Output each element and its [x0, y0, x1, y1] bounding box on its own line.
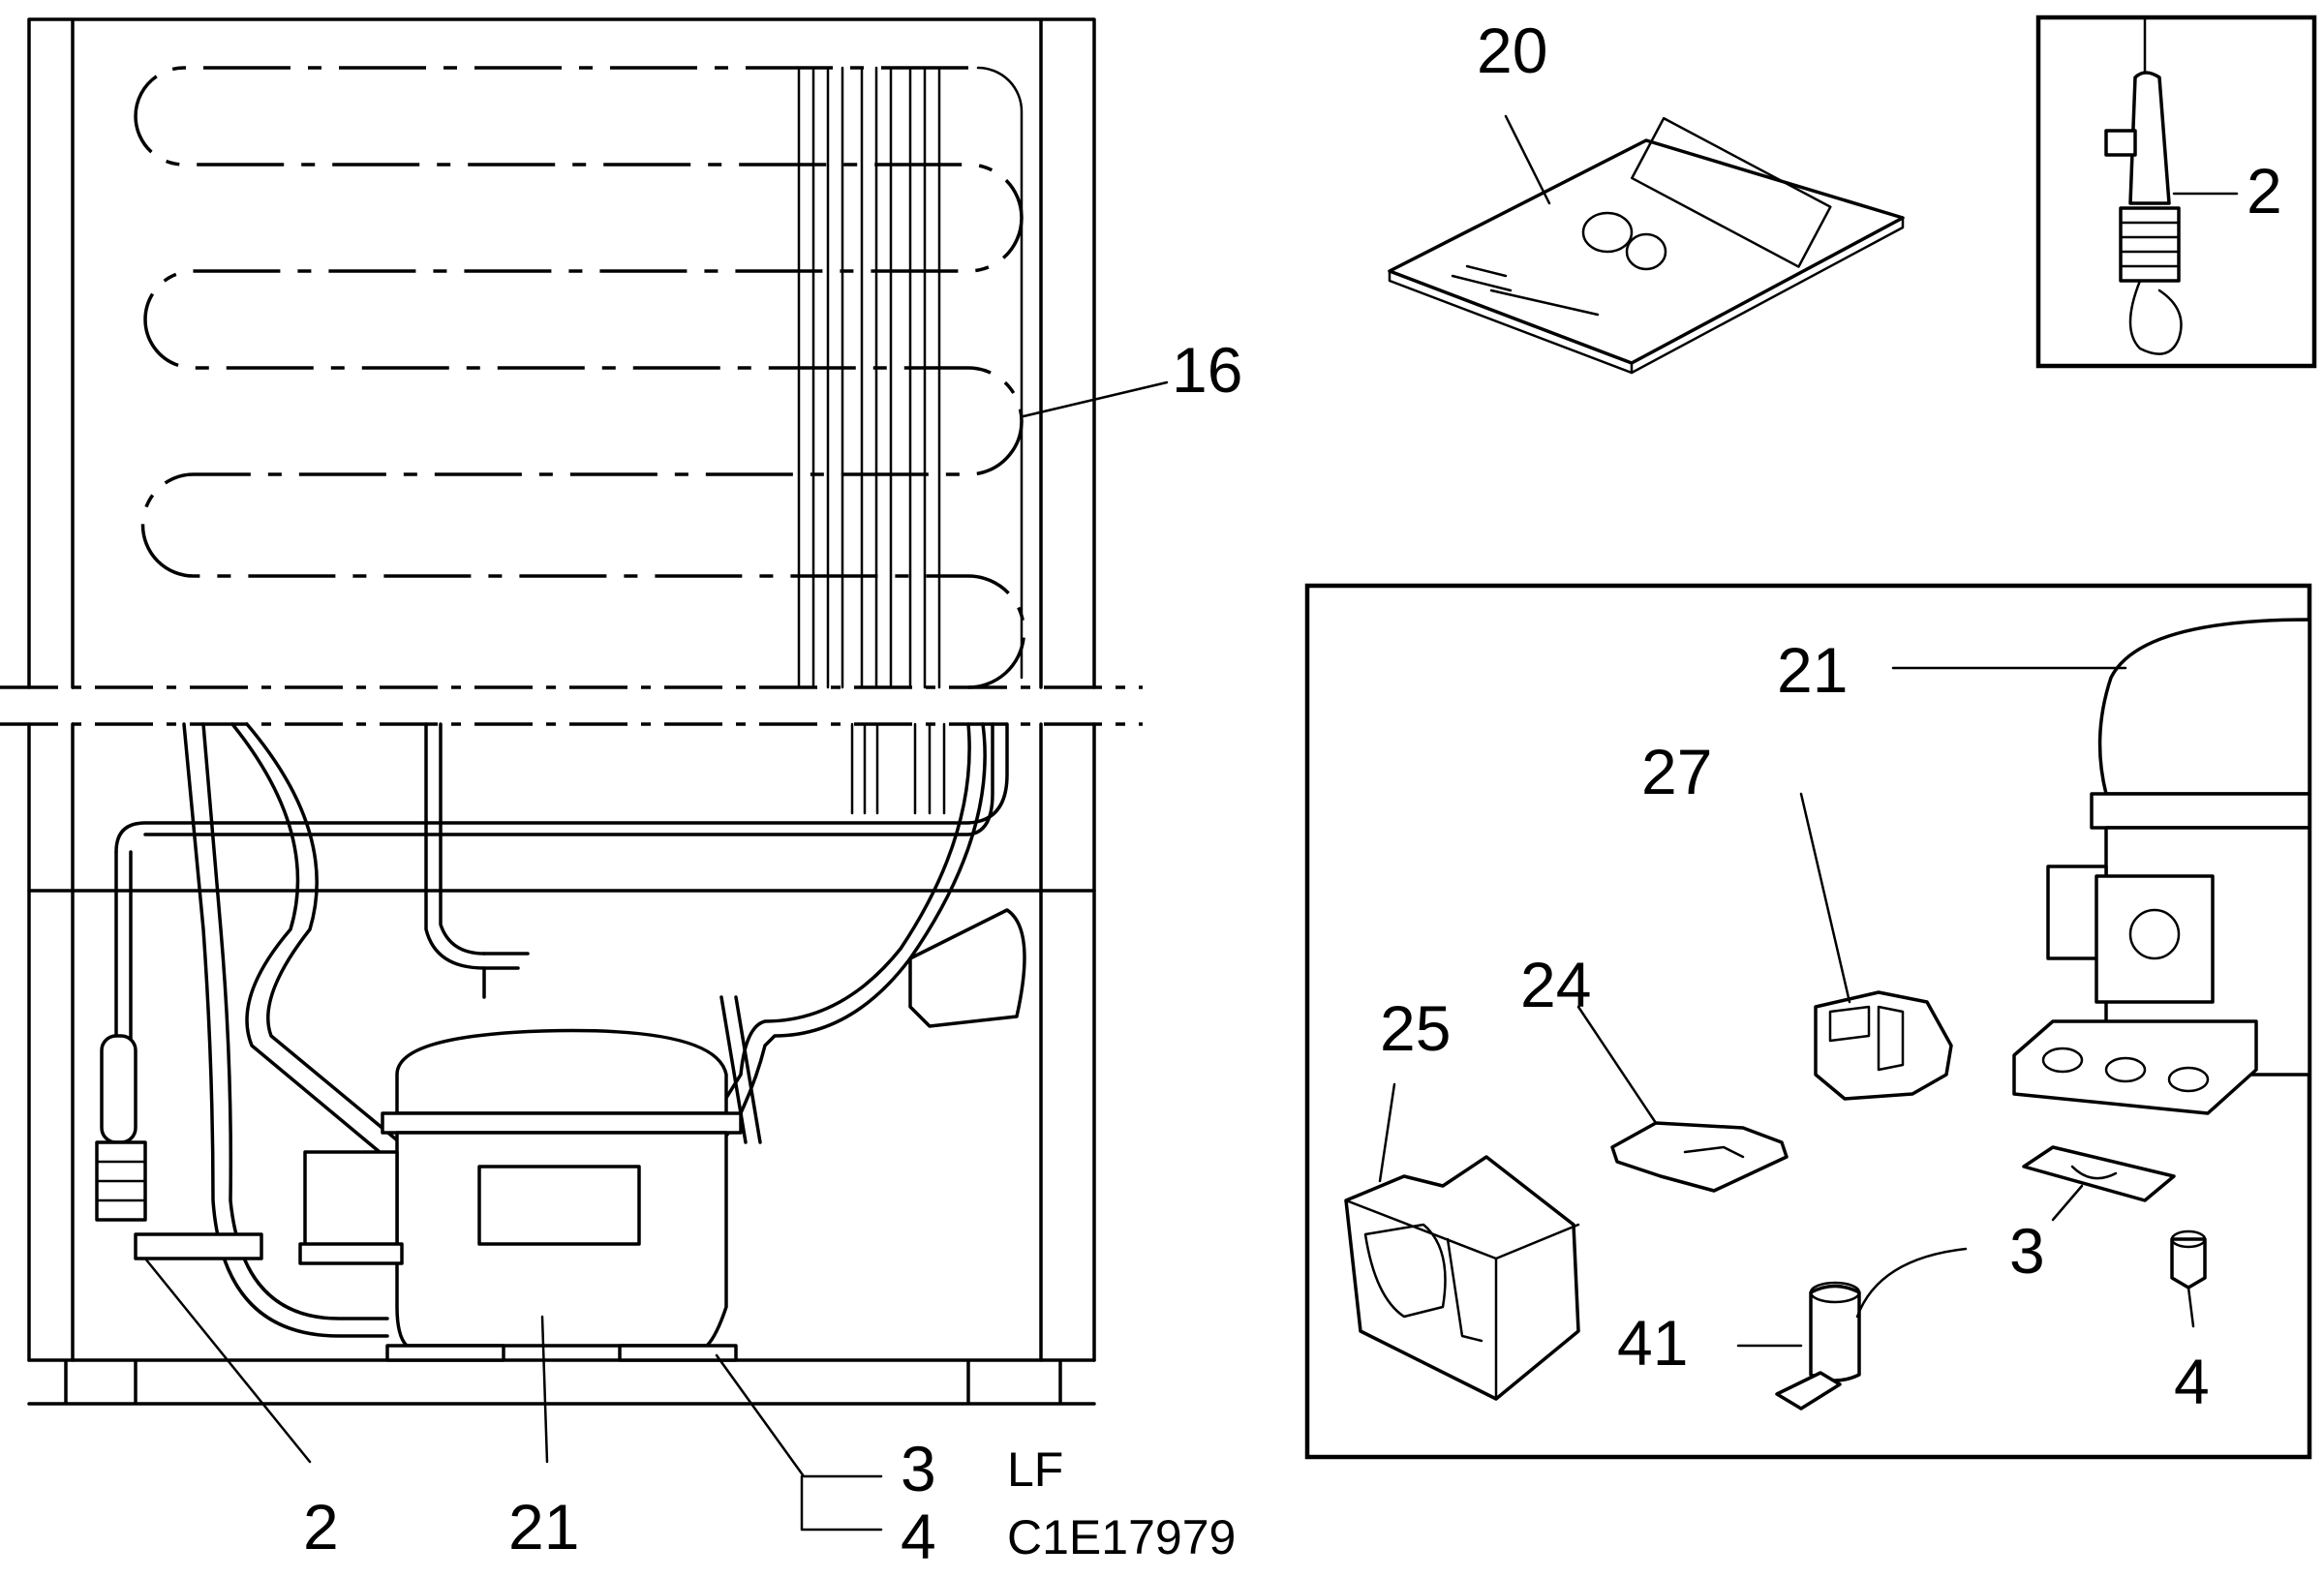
callout-clip: 24 [1520, 949, 1591, 1020]
thermostat-bulb [95, 1034, 263, 1260]
thermostat-detail-box [2035, 15, 2317, 369]
variant-code: LF [1007, 1442, 1063, 1497]
compressor-main [298, 1028, 743, 1362]
callout-compressor: 21 [508, 1491, 579, 1563]
callout-cover: 25 [1380, 992, 1451, 1064]
callout-kit-grommet: 4 [2174, 1346, 2210, 1417]
callout-mount-plate: 3 [901, 1433, 936, 1504]
callout-thermostat: 2 [303, 1491, 339, 1563]
starter-relay [1799, 792, 1953, 1101]
callout-kit-compressor: 21 [1777, 634, 1848, 706]
callout-kit-mount-plate: 3 [2009, 1215, 2045, 1287]
leader-lines-left [143, 380, 1169, 1532]
drawing-id: C1E17979 [1007, 1510, 1236, 1564]
callout-relay: 27 [1641, 736, 1712, 807]
callout-capacitor: 41 [1617, 1307, 1688, 1379]
terminal-cover [1344, 1082, 1580, 1401]
callout-grommet: 4 [901, 1501, 936, 1572]
kit-compressor [2012, 618, 2311, 1115]
evaporator-coil [134, 66, 1026, 815]
protector-clip [1576, 1005, 1789, 1193]
grommet-kit [2170, 1229, 2207, 1328]
run-capacitor [1736, 1247, 1968, 1411]
mount-plate-kit [2022, 1145, 2176, 1222]
user-manual [1388, 114, 1905, 375]
callout-evaporator: 16 [1172, 334, 1242, 406]
refrigerant-tubing [114, 722, 1026, 1338]
callout-manual: 20 [1477, 15, 1547, 86]
cabinet-back-view [0, 17, 1143, 1406]
callout-thermostat-detail: 2 [2247, 155, 2282, 227]
